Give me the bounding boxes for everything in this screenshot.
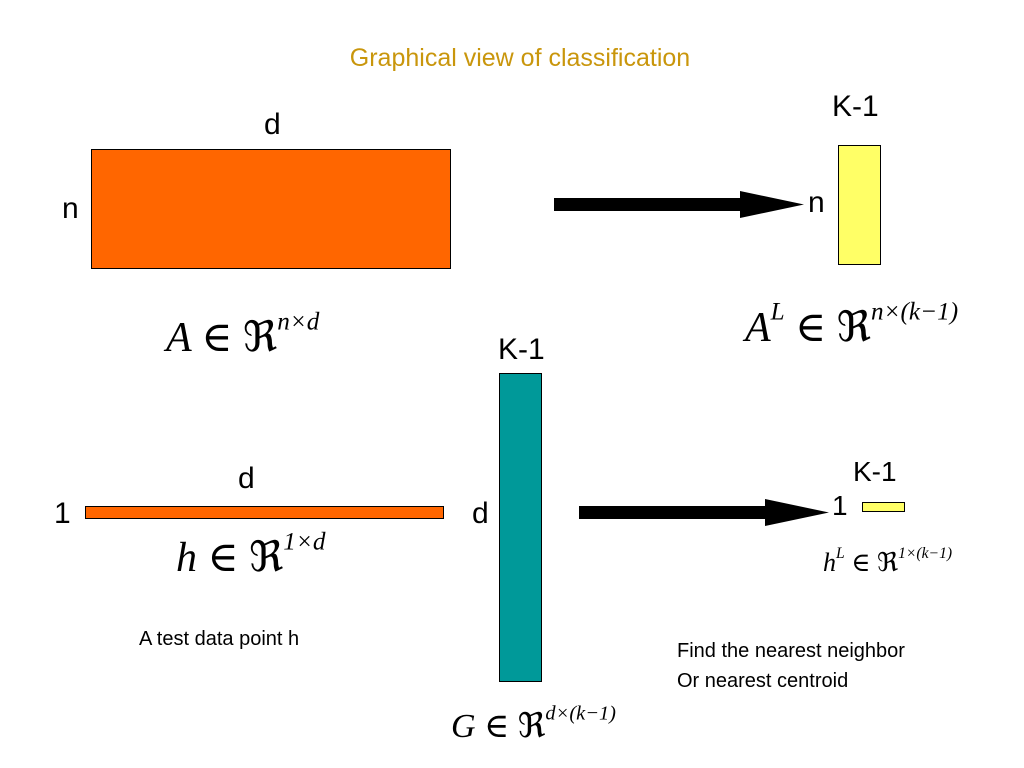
formula-hl-superscript: L [836,544,845,562]
formula-g-exponent: d×(k−1) [545,702,616,725]
formula-al-superscript: L [770,298,785,326]
bottom-arrow [579,499,829,526]
vector-h-width-label: d [238,462,255,495]
formula-a-symbol: A [166,315,191,361]
bottom-arrow-head [765,499,829,526]
result-caption: Find the nearest neighbor Or nearest cen… [677,636,905,696]
formula-hl-symbol: h [823,548,836,577]
matrix-al-width-label: K-1 [832,90,879,123]
element-of-symbol: ∈ [851,548,871,577]
matrix-al [838,145,881,265]
formula-al-symbol: A [745,305,771,351]
matrix-g [499,373,542,682]
formula-h-symbol: h [176,535,197,581]
formula-h: h ∈ ℜ1×d [176,528,326,582]
vector-hl-height-label: 1 [832,490,848,521]
matrix-a-width-label: d [264,108,281,141]
formula-hl-set: ℜ [876,548,899,577]
formula-a: A ∈ ℜn×d [166,308,320,362]
matrix-a [91,149,451,269]
element-of-symbol: ∈ [795,305,827,351]
formula-g-symbol: G [451,708,476,745]
formula-al-exponent: n×(k−1) [870,298,959,326]
element-of-symbol: ∈ [484,708,510,745]
top-arrow [554,191,804,218]
matrix-a-height-label: n [62,192,79,225]
test-point-caption: A test data point h [139,628,300,650]
vector-h [85,506,444,519]
top-arrow-shaft [554,198,744,211]
result-caption-line1: Find the nearest neighbor [677,640,905,662]
matrix-g-height-label: d [472,497,489,530]
top-arrow-head [740,191,804,218]
result-caption-line2: Or nearest centroid [677,670,849,692]
formula-g: G ∈ ℜd×(k−1) [451,702,616,746]
element-of-symbol: ∈ [207,535,239,581]
matrix-al-height-label: n [808,186,825,219]
formula-a-exponent: n×d [277,308,320,336]
formula-g-set: ℜ [517,708,546,745]
formula-al: AL ∈ ℜn×(k−1) [745,298,959,352]
formula-hl-exponent: 1×(k−1) [898,544,953,562]
formula-hl: hL ∈ ℜ1×(k−1) [823,544,953,578]
formula-h-exponent: 1×d [283,528,326,556]
formula-a-set: ℜ [243,315,278,361]
vector-h-height-label: 1 [54,497,71,530]
diagram-title: Graphical view of classification [349,44,691,72]
formula-h-set: ℜ [249,535,284,581]
vector-hl [862,502,905,512]
vector-hl-width-label: K-1 [853,456,897,487]
bottom-arrow-shaft [579,506,769,519]
matrix-g-width-label: K-1 [498,333,545,366]
formula-al-set: ℜ [836,305,871,351]
element-of-symbol: ∈ [201,315,233,361]
